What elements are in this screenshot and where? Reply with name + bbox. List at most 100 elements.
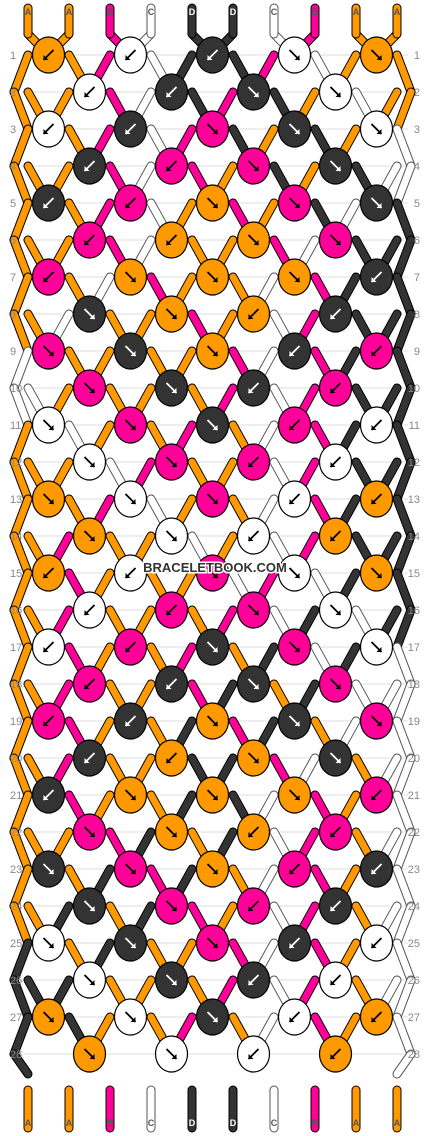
knot-direction-arrow-icon <box>247 678 260 690</box>
knot-direction-arrow-icon <box>83 234 96 246</box>
knot <box>31 332 66 370</box>
strand-letter-bottom: C <box>271 1118 278 1128</box>
edge-strand-segment <box>9 605 33 652</box>
knot <box>277 628 312 666</box>
knot-direction-arrow-icon <box>165 234 178 246</box>
knot-direction-arrow-icon <box>83 530 96 542</box>
row-number-right: 6 <box>414 235 420 247</box>
knot-direction-arrow-icon <box>288 345 301 357</box>
knot-direction-arrow-icon <box>288 49 301 61</box>
knot <box>31 258 66 296</box>
knot-direction-arrow-icon <box>247 752 260 764</box>
row-number-right: 7 <box>414 272 420 284</box>
row-number-right: 27 <box>408 1012 420 1024</box>
knot-direction-arrow-icon <box>42 49 55 61</box>
edge-strand-segment <box>392 975 416 1022</box>
row-number-left: 3 <box>10 124 16 136</box>
strand-letter-top: C <box>271 7 278 17</box>
knot-direction-arrow-icon <box>370 123 383 135</box>
knot-direction-arrow-icon <box>247 456 260 468</box>
row-number-right: 2 <box>414 87 420 99</box>
knot-direction-arrow-icon <box>370 49 383 61</box>
knot-direction-arrow-icon <box>247 382 260 394</box>
row-number-left: 1 <box>10 50 16 62</box>
knot <box>277 924 312 962</box>
knot <box>113 406 148 444</box>
knot-direction-arrow-icon <box>165 308 178 320</box>
edge-strand-segment <box>9 716 33 763</box>
knot-direction-arrow-icon <box>370 271 383 283</box>
edge-strand-segment <box>9 50 33 97</box>
knot-direction-arrow-icon <box>83 604 96 616</box>
knot <box>195 184 230 222</box>
knot <box>236 1035 271 1073</box>
edge-strand-segment <box>9 124 33 171</box>
knot-direction-arrow-icon <box>124 419 137 431</box>
edge-strand-segment <box>392 605 416 652</box>
knot <box>154 961 189 999</box>
knot <box>277 110 312 148</box>
knot-direction-arrow-icon <box>165 382 178 394</box>
knot-direction-arrow-icon <box>165 900 178 912</box>
knot-direction-arrow-icon <box>165 678 178 690</box>
row-number-left: 25 <box>10 938 22 950</box>
knot <box>277 702 312 740</box>
row-number-right: 17 <box>408 642 420 654</box>
knot <box>31 628 66 666</box>
knot-direction-arrow-icon <box>329 678 342 690</box>
knot <box>359 924 394 962</box>
knot-direction-arrow-icon <box>206 641 219 653</box>
strand-letter-bottom: A <box>353 1118 360 1128</box>
knot <box>113 702 148 740</box>
knot <box>236 443 271 481</box>
knot-direction-arrow-icon <box>329 900 342 912</box>
knot <box>31 702 66 740</box>
knot <box>277 480 312 518</box>
knot-direction-arrow-icon <box>247 604 260 616</box>
edge-strand-segment <box>9 346 33 393</box>
knot <box>31 850 66 888</box>
knot-direction-arrow-icon <box>288 419 301 431</box>
knot <box>154 443 189 481</box>
knot-direction-arrow-icon <box>370 789 383 801</box>
knot-direction-arrow-icon <box>42 789 55 801</box>
knot <box>31 110 66 148</box>
row-number-left: 28 <box>10 1049 22 1061</box>
knot <box>277 850 312 888</box>
row-number-right: 18 <box>408 679 420 691</box>
row-number-right: 5 <box>414 198 420 210</box>
knot-direction-arrow-icon <box>83 974 96 986</box>
knot-direction-arrow-icon <box>288 197 301 209</box>
knot <box>72 443 107 481</box>
edge-strand-segment <box>9 1012 33 1059</box>
knot-direction-arrow-icon <box>288 123 301 135</box>
knot-direction-arrow-icon <box>288 863 301 875</box>
knot <box>359 702 394 740</box>
knot-direction-arrow-icon <box>206 937 219 949</box>
knot <box>113 554 148 592</box>
knot <box>318 295 353 333</box>
knot-direction-arrow-icon <box>42 1011 55 1023</box>
knot-direction-arrow-icon <box>329 530 342 542</box>
knot-direction-arrow-icon <box>124 345 137 357</box>
knot-direction-arrow-icon <box>370 567 383 579</box>
knot-direction-arrow-icon <box>370 345 383 357</box>
knot <box>195 702 230 740</box>
edge-strand-segment <box>392 716 416 763</box>
knot <box>31 406 66 444</box>
knot-direction-arrow-icon <box>247 826 260 838</box>
knot <box>359 998 394 1036</box>
knot-direction-arrow-icon <box>370 937 383 949</box>
knot <box>318 739 353 777</box>
knot <box>236 887 271 925</box>
row-number-left: 8 <box>10 309 16 321</box>
row-number-left: 16 <box>10 605 22 617</box>
edge-strand-segment <box>392 383 416 430</box>
knot <box>236 961 271 999</box>
row-number-left: 13 <box>10 494 22 506</box>
knot <box>318 221 353 259</box>
edge-strand-segment <box>9 1049 33 1079</box>
knot-direction-arrow-icon <box>165 752 178 764</box>
knot <box>154 221 189 259</box>
edge-strand-segment <box>9 753 33 800</box>
